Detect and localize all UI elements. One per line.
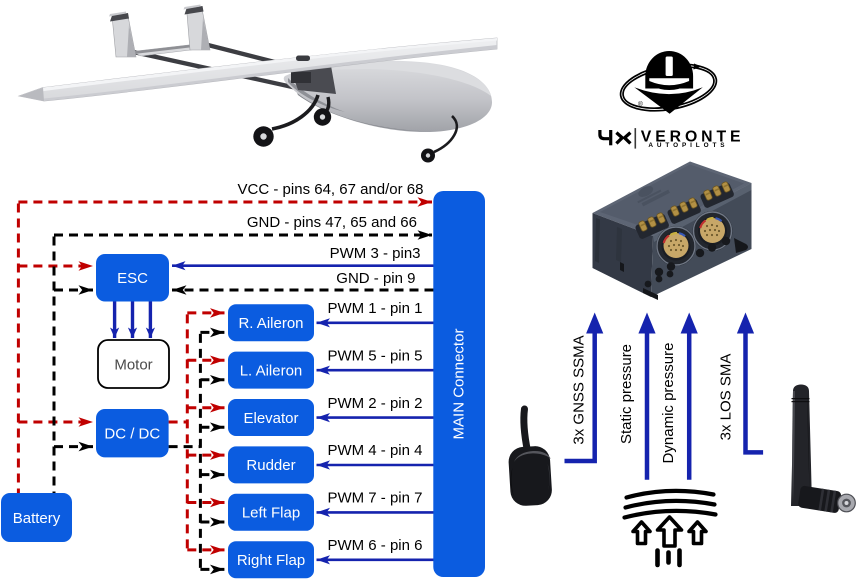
svg-text:PWM 7 - pin 7: PWM 7 - pin 7 (327, 490, 422, 507)
svg-text:MAIN Connector: MAIN Connector (451, 329, 468, 440)
svg-text:GND - pin 9: GND - pin 9 (336, 270, 415, 287)
svg-text:PWM 3 - pin3: PWM 3 - pin3 (330, 245, 421, 262)
svg-text:®: ® (638, 100, 643, 108)
svg-text:PWM 6 - pin 6: PWM 6 - pin 6 (327, 537, 422, 554)
svg-text:ESC: ESC (117, 270, 148, 287)
svg-text:PWM 2 - pin 2: PWM 2 - pin 2 (327, 395, 422, 412)
svg-text:Battery: Battery (13, 510, 61, 527)
svg-text:R. Aileron: R. Aileron (238, 315, 303, 332)
svg-text:PWM 4 - pin 4: PWM 4 - pin 4 (327, 442, 422, 459)
svg-text:PWM 1 - pin 1: PWM 1 - pin 1 (327, 300, 422, 317)
svg-text:Rudder: Rudder (246, 457, 295, 474)
svg-text:Motor: Motor (114, 357, 152, 374)
svg-text:PWM 5 - pin 5: PWM 5 - pin 5 (327, 347, 422, 364)
svg-text:3x GNSS SSMA: 3x GNSS SSMA (571, 335, 588, 444)
svg-text:AUTOPILOTS: AUTOPILOTS (648, 142, 728, 149)
svg-text:DC / DC: DC / DC (104, 426, 160, 443)
svg-text:L. Aileron: L. Aileron (240, 362, 303, 379)
svg-text:Elevator: Elevator (243, 410, 298, 427)
svg-text:VCC - pins 64, 67 and/or 68: VCC - pins 64, 67 and/or 68 (238, 181, 424, 198)
svg-text:Left Flap: Left Flap (242, 505, 300, 522)
svg-text:Dynamic pressure: Dynamic pressure (660, 343, 677, 464)
svg-text:Static pressure: Static pressure (618, 344, 635, 444)
svg-text:Right Flap: Right Flap (237, 552, 305, 569)
svg-text:GND - pins 47, 65 and 66: GND - pins 47, 65 and 66 (247, 214, 417, 231)
svg-text:3x LOS SMA: 3x LOS SMA (718, 354, 735, 441)
svg-text:VERONTE: VERONTE (641, 128, 745, 145)
